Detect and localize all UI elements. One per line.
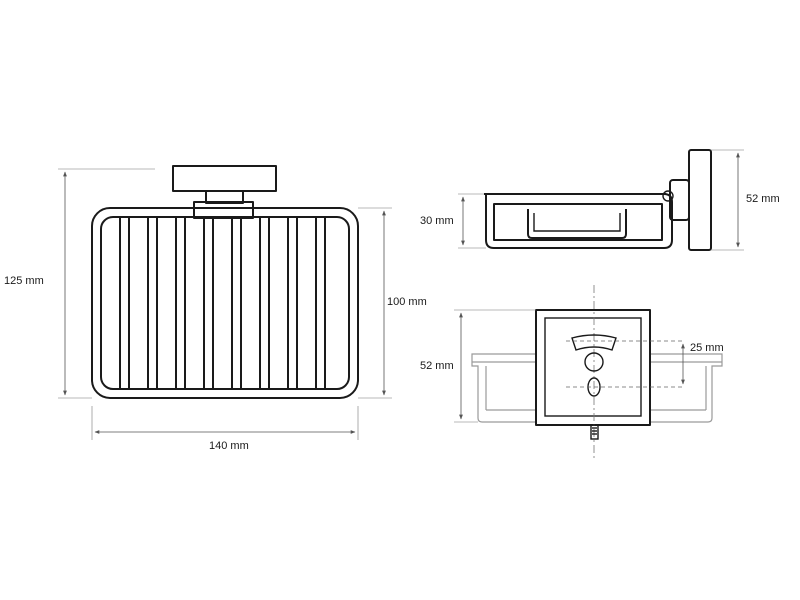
basket-bars bbox=[119, 216, 326, 390]
dim-label-52-top: 52 mm bbox=[420, 360, 454, 372]
top-view: 52 mm 25 mm bbox=[420, 285, 724, 458]
dim-basket-height: 100 mm bbox=[358, 207, 427, 399]
top-ghost-basket bbox=[471, 353, 723, 423]
dim-width: 140 mm bbox=[91, 406, 359, 452]
top-screw-hole-upper bbox=[584, 352, 604, 372]
basket-inner bbox=[100, 216, 350, 390]
basket-bar bbox=[203, 216, 214, 390]
side-view: 30 mm 52 mm bbox=[420, 149, 780, 251]
basket-bar bbox=[175, 216, 186, 390]
bracket-clamp bbox=[193, 201, 254, 219]
dim-side-depth: 30 mm bbox=[420, 193, 486, 249]
basket-bar bbox=[315, 216, 326, 390]
top-set-screw bbox=[590, 424, 599, 440]
dim-label-52-side: 52 mm bbox=[746, 193, 780, 205]
basket-outer bbox=[91, 207, 359, 399]
dim-label-25: 25 mm bbox=[690, 342, 724, 354]
dim-side-height: 52 mm bbox=[711, 149, 780, 251]
basket-bar bbox=[119, 216, 130, 390]
top-hook-slot bbox=[571, 334, 617, 351]
dim-top-height: 52 mm bbox=[420, 309, 536, 423]
front-view: 125 mm 100 mm 140 mm bbox=[4, 165, 427, 452]
dim-front-height: 125 mm bbox=[4, 168, 155, 399]
basket-bar bbox=[259, 216, 270, 390]
basket-bar bbox=[147, 216, 158, 390]
side-basket-rail bbox=[485, 193, 673, 249]
side-basket-inner bbox=[493, 203, 663, 241]
side-wall-plate bbox=[688, 149, 712, 251]
dim-label-30: 30 mm bbox=[420, 215, 454, 227]
wall-plate bbox=[172, 165, 277, 192]
dim-mount-spacing: 25 mm bbox=[681, 342, 724, 385]
dim-label-125: 125 mm bbox=[4, 275, 44, 287]
dim-label-140: 140 mm bbox=[209, 440, 249, 452]
top-wall-plate bbox=[535, 309, 651, 426]
top-wall-plate-inner bbox=[544, 317, 642, 417]
basket-bar bbox=[287, 216, 298, 390]
basket-bar bbox=[231, 216, 242, 390]
dim-label-100: 100 mm bbox=[387, 296, 427, 308]
side-inner-tray-2 bbox=[533, 213, 621, 232]
side-bracket-screw bbox=[662, 190, 674, 202]
side-inner-tray bbox=[527, 209, 627, 239]
